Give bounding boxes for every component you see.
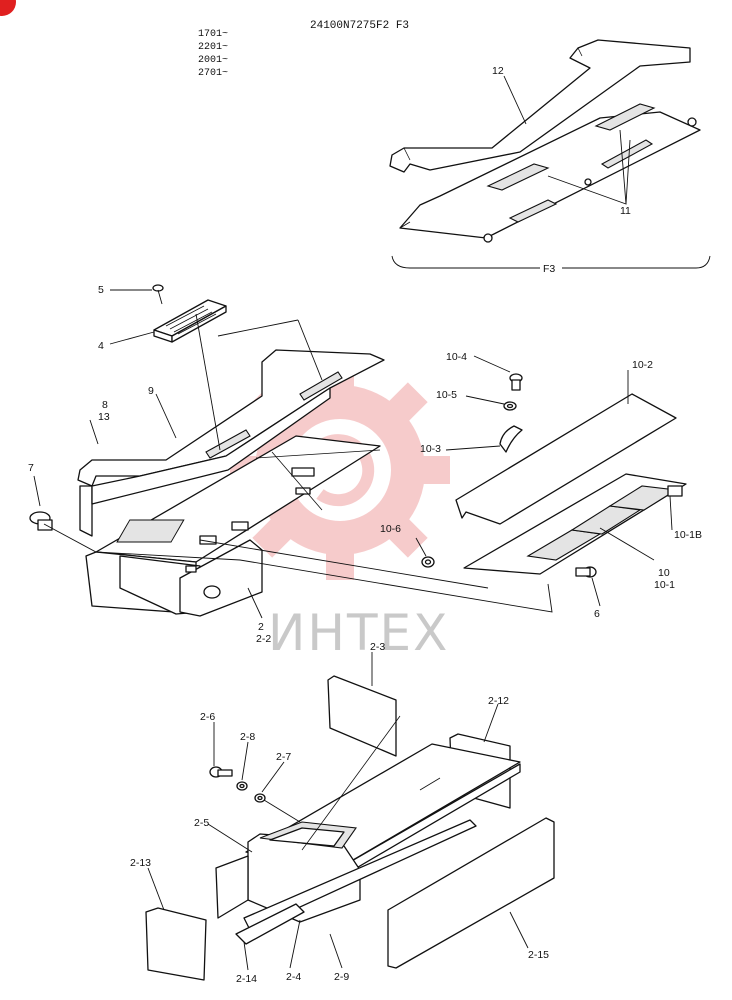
label-2-9: 2-9 [334, 971, 349, 983]
part-9-slot-b [299, 371, 343, 401]
label-2-12: 2-12 [488, 695, 509, 707]
part-2-7-washer [254, 793, 266, 803]
part-11-pad-b [486, 163, 550, 191]
label-6: 6 [594, 608, 600, 620]
label-2-14: 2-14 [236, 973, 257, 985]
label-12: 12 [492, 65, 504, 77]
label-2-8: 2-8 [240, 731, 255, 743]
part-9-top-cover [77, 349, 385, 487]
part-10-6-nut [421, 556, 435, 568]
f3-inset-assembly: 12 11 F3 [389, 39, 711, 275]
drawing-code: 24100N7275F2 F3 [310, 20, 409, 32]
part-2-front-wall [215, 855, 249, 919]
label-10-3: 10-3 [420, 443, 441, 455]
part-2-9-base [243, 819, 477, 931]
part-9-slot-a [205, 429, 251, 459]
label-10-6: 10-6 [380, 523, 401, 535]
label-7: 7 [28, 462, 34, 474]
part-2-2-side-bracket [179, 539, 263, 617]
label-9: 9 [148, 385, 154, 397]
f3-bracket [391, 255, 711, 269]
label-2-13: 2-13 [130, 857, 151, 869]
label-10: 10 [658, 567, 670, 579]
corner-badge [0, 0, 16, 16]
part-11-pad-d [600, 139, 654, 169]
label-2-2: 2-2 [256, 633, 271, 645]
part-9-front-panel [91, 387, 331, 505]
label-13: 13 [98, 411, 110, 423]
label-10-1b: 10-1B [674, 529, 702, 541]
serial-range-3: 2001~ [198, 55, 228, 66]
label-2-5: 2-5 [194, 817, 209, 829]
label-10-1: 10-1 [654, 579, 675, 591]
part-10-5-washer [503, 401, 517, 411]
part-2-5-duct-inner [269, 827, 345, 847]
part-6-pin [575, 566, 597, 578]
part-11-pad-c [508, 199, 558, 223]
label-2-7: 2-7 [276, 751, 291, 763]
part-10-1b-clip [667, 485, 683, 497]
label-10-5: 10-5 [436, 389, 457, 401]
label-10-4: 10-4 [446, 351, 467, 363]
label-4: 4 [98, 340, 104, 352]
label-2-15: 2-15 [528, 949, 549, 961]
part-10-4-screw [509, 373, 523, 391]
part-10-2-cover [455, 393, 677, 525]
leader-lines [33, 289, 673, 971]
label-10-2: 10-2 [632, 359, 653, 371]
label-8: 8 [102, 399, 108, 411]
part-2-14-rail [235, 903, 305, 945]
serial-range-4: 2701~ [198, 68, 228, 79]
part-5-screw [152, 284, 164, 305]
bottom-assembly [145, 675, 555, 981]
part-11-pad-a [594, 103, 656, 131]
part-2-6-screw [209, 766, 233, 778]
label-2: 2 [258, 621, 264, 633]
part-8-panel [79, 485, 93, 537]
label-11: 11 [620, 205, 631, 217]
part-12-cover [389, 39, 691, 173]
part-2-knob [203, 585, 221, 599]
part-2-8-washer [236, 781, 248, 791]
part-4-vent-grille [153, 299, 227, 343]
serial-range-1: 1701~ [198, 29, 228, 40]
label-2-3: 2-3 [370, 641, 385, 653]
part-2-13-panel [145, 907, 207, 981]
label-5: 5 [98, 284, 104, 296]
middle-assembly [29, 284, 687, 617]
part-2-3-bracket [327, 675, 397, 757]
part-2-15-panel [387, 817, 555, 969]
watermark-text: ИНТЕХ [268, 604, 449, 662]
label-2-4: 2-4 [286, 971, 301, 983]
part-7-pin [29, 511, 53, 531]
serial-range-2: 2201~ [198, 42, 228, 53]
label-2-6: 2-6 [200, 711, 215, 723]
part-2-window [116, 519, 185, 543]
part-10-3-spring [499, 425, 523, 453]
label-f3: F3 [543, 263, 555, 275]
